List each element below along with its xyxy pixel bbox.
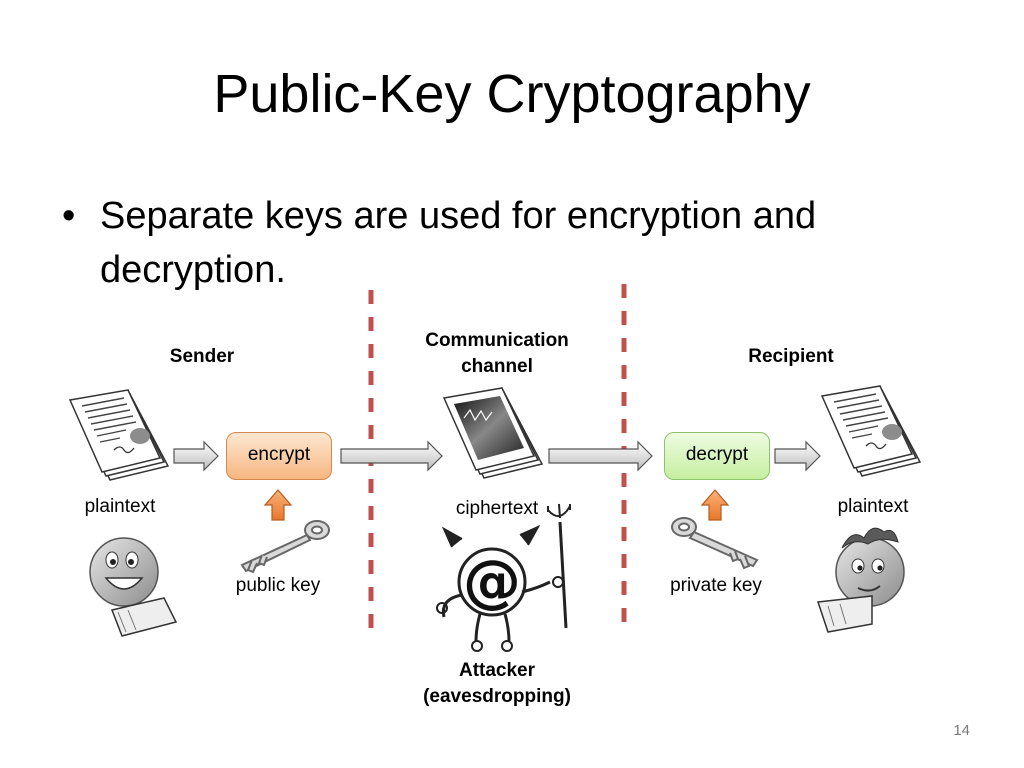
attacker-label: Attacker (eavesdropping) bbox=[423, 660, 571, 707]
arrow-plaintext-to-encrypt bbox=[173, 440, 219, 472]
decrypt-box: decrypt bbox=[664, 432, 770, 480]
recipient-label: Recipient bbox=[748, 346, 834, 367]
document-icon-left bbox=[68, 389, 170, 481]
slide-title: Public-Key Cryptography bbox=[213, 64, 811, 124]
ciphertext-label: ciphertext bbox=[455, 498, 539, 519]
document-icon-right bbox=[820, 385, 922, 477]
page-number: 14 bbox=[953, 722, 970, 739]
channel-label: Communication channel bbox=[425, 330, 569, 377]
encrypt-box: encrypt bbox=[226, 432, 332, 480]
arrow-channel-to-decrypt bbox=[548, 440, 653, 472]
plaintext-label-left: plaintext bbox=[84, 496, 156, 517]
bullet-symbol: • bbox=[62, 195, 76, 237]
private-key-label: private key bbox=[670, 575, 762, 596]
sender-avatar-icon bbox=[89, 537, 178, 637]
sender-label: Sender bbox=[169, 346, 235, 367]
public-key-label: public key bbox=[235, 575, 321, 596]
arrow-decrypt-to-plaintext bbox=[774, 440, 821, 472]
bullet-text: Separate keys are used for encryption an… bbox=[100, 195, 817, 291]
plaintext-label-right: plaintext bbox=[837, 496, 909, 517]
private-key-icon bbox=[671, 517, 759, 570]
arrow-encrypt-to-channel bbox=[340, 440, 443, 472]
public-key-icon bbox=[240, 520, 330, 574]
ciphertext-document-icon bbox=[442, 387, 544, 479]
private-key-arrow bbox=[700, 489, 730, 521]
recipient-avatar-icon bbox=[816, 527, 905, 633]
svg-text:@: @ bbox=[463, 547, 521, 615]
attacker-icon: @ bbox=[436, 503, 571, 652]
public-key-arrow bbox=[263, 489, 293, 521]
